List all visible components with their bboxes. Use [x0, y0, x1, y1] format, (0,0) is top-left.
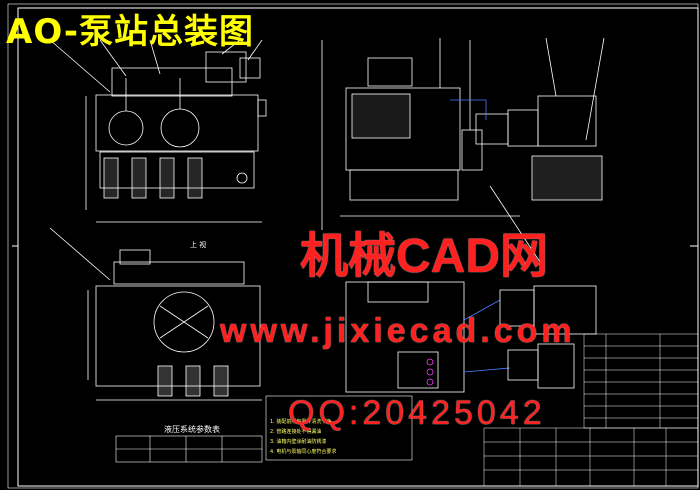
top-view-label: 上 视 [190, 241, 207, 249]
note-line: 1. 装配前所有零件清洗干净 [270, 419, 332, 425]
title-block [483, 427, 699, 487]
note-line: 4. 电机与泵轴同心度符合要求 [270, 449, 337, 455]
watermark-url: www.jixiecad.com [220, 312, 576, 350]
watermark-site-name: 机械CAD网 [300, 230, 548, 283]
note-line: 2. 管路连接处不得漏油 [270, 429, 322, 435]
top-view [49, 227, 262, 401]
parts-list [583, 333, 699, 429]
parameter-table [115, 435, 263, 463]
watermark-qq: QQ:20425042 [288, 394, 546, 432]
side-view [321, 37, 605, 263]
front-view [49, 39, 267, 223]
valve-block [345, 99, 597, 393]
parameter-table-title: 液压系统参数表 [164, 425, 220, 434]
notes-box [265, 395, 413, 461]
drawing-title: AO-泵站总装图 [6, 12, 254, 52]
note-line: 3. 油箱内壁涂耐油防锈漆 [270, 439, 327, 445]
